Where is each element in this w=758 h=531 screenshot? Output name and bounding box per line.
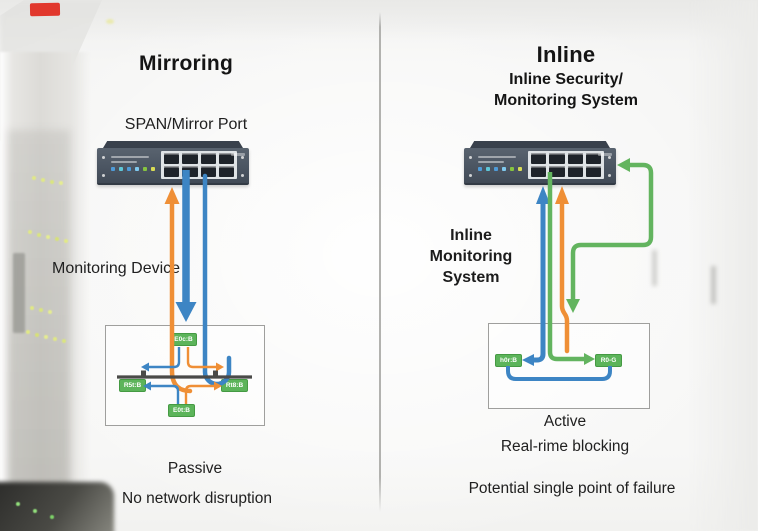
rack-detail-bar — [711, 266, 716, 304]
server-rack-right — [688, 0, 758, 531]
rj45-port — [549, 166, 565, 177]
realtime-blocking-label: Real-rime blocking — [500, 438, 630, 455]
inline-monitoring-system-label: Inline Monitoring System — [413, 225, 529, 288]
rj45-port — [200, 153, 216, 164]
active-label: Active — [543, 413, 587, 430]
rj45-port — [164, 153, 180, 164]
monitoring-device-label: Monitoring Device — [52, 260, 181, 277]
panel-divider — [379, 12, 381, 512]
rj45-port — [567, 153, 583, 164]
led — [478, 167, 482, 171]
ims-line-1: Inline — [450, 227, 492, 244]
rj45-port — [585, 166, 601, 177]
red-marker — [29, 2, 61, 17]
no-disruption-label: No network disruption — [122, 490, 272, 507]
dark-rack-corner — [0, 482, 114, 531]
led — [119, 167, 123, 171]
network-switch-right — [464, 141, 616, 185]
switch-print — [111, 161, 137, 163]
led — [518, 167, 522, 171]
screw — [241, 156, 244, 159]
screw — [608, 156, 611, 159]
inline-subtitle-1: Inline Security/ — [509, 71, 623, 88]
rj45-port-panel — [528, 151, 604, 179]
led — [486, 167, 490, 171]
corner-led-lights — [16, 502, 20, 506]
rj45-port — [218, 153, 234, 164]
led — [127, 167, 131, 171]
rj45-port — [567, 166, 583, 177]
passive-label: Passive — [167, 460, 223, 477]
switch-model-print — [231, 153, 245, 156]
rj45-port — [164, 166, 180, 177]
switch-top-face — [103, 141, 243, 148]
led — [494, 167, 498, 171]
switch-print — [111, 156, 149, 158]
port-tag-bottom: E0t:B — [168, 404, 195, 417]
rack-led-lights — [32, 176, 36, 180]
led — [151, 167, 155, 171]
rj45-port — [531, 166, 547, 177]
switch-status-leds — [111, 167, 155, 171]
screw — [469, 156, 472, 159]
rj45-port — [549, 153, 565, 164]
led — [135, 167, 139, 171]
rj45-port — [182, 153, 198, 164]
screw — [102, 156, 105, 159]
span-mirror-port-label: SPAN/Mirror Port — [124, 116, 248, 133]
switch-body — [97, 148, 249, 185]
led — [510, 167, 514, 171]
led — [502, 167, 506, 171]
rj45-port — [585, 153, 601, 164]
led — [111, 167, 115, 171]
rj45-port — [182, 166, 198, 177]
switch-body — [464, 148, 616, 185]
switch-print — [478, 161, 504, 163]
rj45-port — [218, 166, 234, 177]
led — [143, 167, 147, 171]
network-switch-left — [97, 141, 249, 185]
port-tag-top: E0c:B — [170, 333, 197, 346]
rack-led-dot — [106, 19, 114, 24]
port-tag-left: h0r:B — [495, 354, 522, 367]
port-tag-left: R5t:B — [119, 379, 146, 392]
inline-subtitle-2: Monitoring System — [493, 92, 638, 109]
rj45-port — [200, 166, 216, 177]
rj45-port — [531, 153, 547, 164]
inline-title: Inline — [536, 42, 596, 67]
switch-print — [478, 156, 516, 158]
ims-line-3: System — [442, 269, 500, 286]
single-point-failure-label: Potential single point of failure — [468, 480, 676, 497]
rj45-port-panel — [161, 151, 237, 179]
rack-detail-bar — [652, 250, 657, 286]
port-tag-right: R0-G — [595, 354, 622, 367]
port-tag-right: Rt8:B — [221, 379, 248, 392]
screw — [102, 174, 105, 177]
screw — [608, 174, 611, 177]
screw — [469, 174, 472, 177]
switch-top-face — [470, 141, 610, 148]
screw — [241, 174, 244, 177]
switch-status-leds — [478, 167, 522, 171]
switch-model-print — [598, 153, 612, 156]
ims-line-2: Monitoring — [429, 248, 513, 265]
rack-door-handle — [13, 253, 25, 333]
mirroring-title: Mirroring — [139, 52, 233, 75]
